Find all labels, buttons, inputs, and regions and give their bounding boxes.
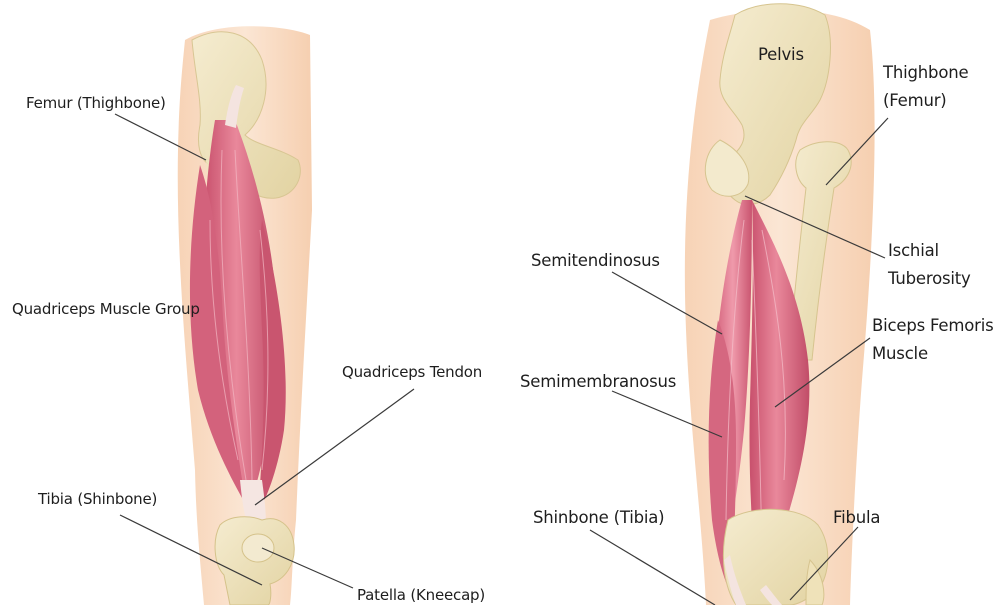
label-patella: Patella (Kneecap)	[357, 586, 485, 605]
label-thighbone-line2: (Femur)	[883, 90, 947, 112]
label-tibia: Tibia (Shinbone)	[38, 490, 157, 509]
label-biceps-line2: Muscle	[872, 343, 928, 365]
label-ischial-line2: Tuberosity	[888, 268, 971, 290]
label-pelvis: Pelvis	[758, 44, 804, 66]
label-biceps-line1: Biceps Femoris	[872, 315, 994, 337]
label-quadriceps-tendon: Quadriceps Tendon	[342, 363, 482, 382]
label-semimembranosus: Semimembranosus	[520, 371, 676, 393]
label-semitendinosus: Semitendinosus	[531, 250, 660, 272]
label-quadriceps-group: Quadriceps Muscle Group	[12, 300, 200, 319]
label-femur: Femur (Thighbone)	[26, 94, 166, 113]
left-patella	[242, 534, 274, 562]
label-shinbone: Shinbone (Tibia)	[533, 507, 664, 529]
label-thighbone-line1: Thighbone	[883, 62, 968, 84]
leader-shinbone	[590, 530, 715, 605]
label-ischial-line1: Ischial	[888, 240, 939, 262]
label-fibula: Fibula	[833, 507, 880, 529]
